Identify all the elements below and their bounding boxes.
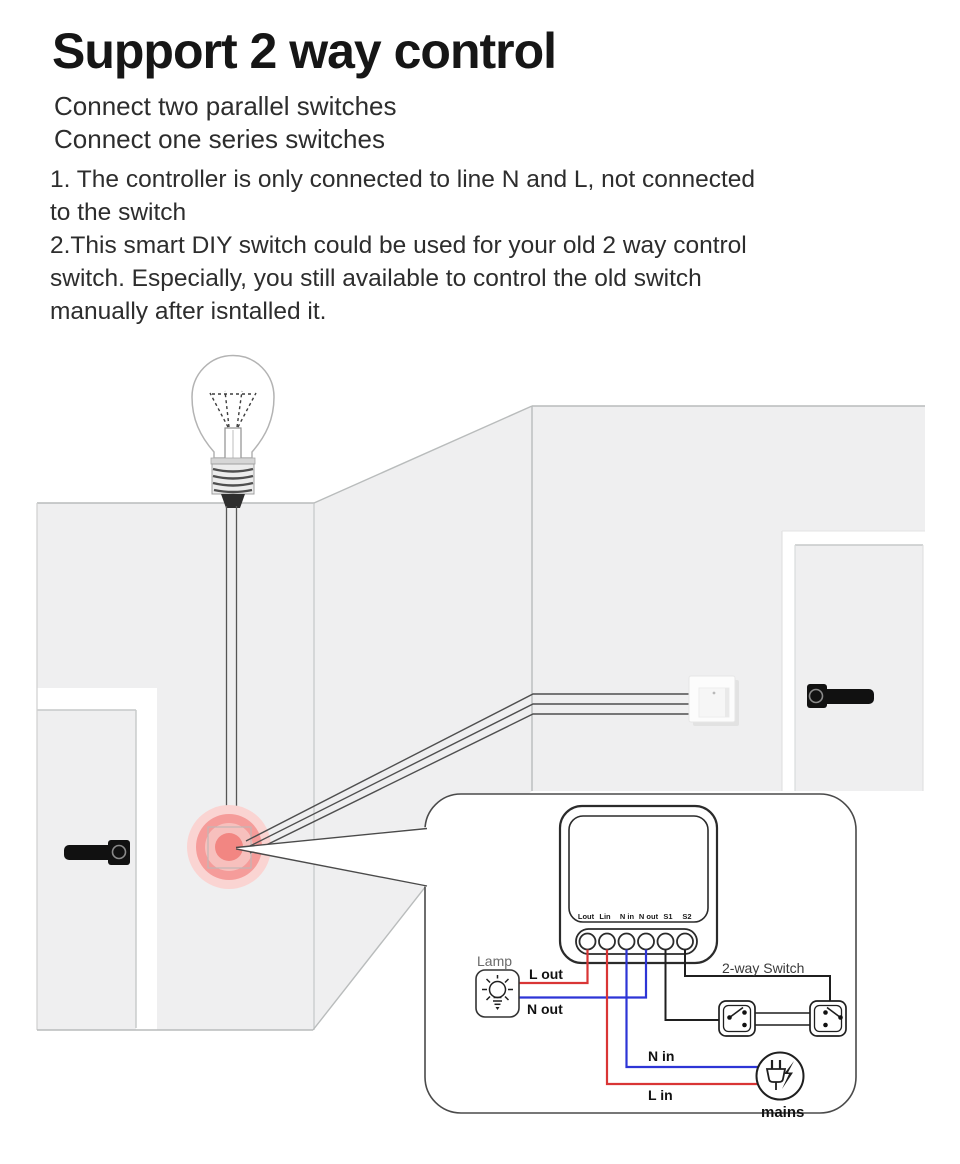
bulb-glass [191, 354, 275, 459]
l-out-label: L out [529, 966, 563, 982]
n-in-wire [625, 949, 759, 1069]
callout-tail-top [235, 827, 428, 849]
terminal-label-nout: N out [639, 912, 659, 921]
two-way-switch-label: 2-way Switch [722, 960, 804, 976]
terminal-label-lin: Lin [599, 912, 611, 921]
switch-symbol [727, 1006, 747, 1028]
note-line: 1. The controller is only connected to l… [50, 166, 756, 193]
angled-wall-bottom-edge [312, 885, 427, 1031]
right-door-handle-icon [807, 684, 874, 708]
switch-box-1 [718, 1000, 756, 1037]
left-door-handle-icon [64, 840, 130, 865]
note-line: switch. Especially, you still available … [50, 265, 702, 292]
note-line: 2.This smart DIY switch could be used fo… [50, 232, 747, 259]
left-door-frame-gap-side [136, 688, 157, 1030]
switch-symbol [823, 1006, 843, 1028]
n-out-wire [519, 949, 648, 999]
device-face [568, 815, 709, 923]
right-handle-bar [822, 689, 874, 704]
callout-tail-bottom [235, 848, 428, 887]
n-out-label: N out [527, 1001, 563, 1017]
l-in-wire [605, 949, 758, 1086]
left-door-panel [37, 710, 136, 1028]
notes-block: 1. The controller is only connected to l… [50, 163, 930, 328]
bulb-glyph [482, 975, 513, 1006]
bulb-filament [209, 390, 257, 428]
terminal-circle [578, 932, 597, 951]
junction-glow [187, 805, 271, 889]
left-handle-ring [111, 844, 127, 860]
subtitle-line: Connect two parallel switches [54, 91, 397, 121]
terminal-circle [676, 932, 694, 951]
l-out-wire [519, 949, 589, 985]
l-in-label: L in [648, 1087, 673, 1103]
subtitle-block: Connect two parallel switches Connect on… [54, 90, 934, 156]
s1-wire [664, 949, 719, 1021]
lamp-icon [475, 969, 520, 1018]
plug-icon [765, 1060, 787, 1090]
wall-switch [688, 675, 739, 726]
right-handle-ring [808, 688, 824, 704]
terminal-label-s2: S2 [682, 912, 691, 921]
switch-box-2 [809, 1000, 847, 1037]
wall-switch-rocker-shade [725, 688, 729, 717]
s2-wire [684, 949, 831, 1001]
mains-circle [755, 1051, 805, 1101]
glow-center [215, 833, 243, 861]
wall-switch-dot [712, 691, 716, 695]
switch-box-2-inner [813, 1004, 843, 1033]
terminal-circle [656, 932, 675, 951]
terminal-label-nin: N in [620, 912, 635, 921]
terminal-label-lout: Lout [578, 912, 595, 921]
page-title: Support 2 way control [52, 23, 557, 79]
mains-label: mains [761, 1104, 804, 1121]
bulb-glyph-tip [495, 1007, 500, 1010]
right-wall [532, 406, 925, 791]
subtitle-line: Connect one series switches [54, 124, 385, 154]
bulb-collar [210, 457, 256, 465]
left-door-frame-gap-top [37, 688, 157, 710]
left-handle-plate [108, 840, 130, 865]
callout-tail-fill [236, 827, 427, 887]
in-wall-wires [245, 693, 690, 854]
bulb-screw-ridges [212, 467, 254, 494]
left-handle-bar [64, 845, 116, 860]
note-line: to the switch [50, 199, 187, 226]
terminal-label-s1: S1 [663, 912, 672, 921]
smart-switch-device: Lout Lin N in N out S1 S2 [558, 804, 719, 965]
right-door-panel [795, 545, 923, 791]
bulb-icon [191, 354, 275, 508]
mains-icon [755, 1051, 805, 1101]
n-in-label: N in [648, 1048, 674, 1064]
note-line: manually after isntalled it. [50, 298, 327, 325]
terminal-circle [637, 932, 655, 951]
bulb-contact-tip [221, 494, 245, 508]
terminal-circle [598, 932, 616, 951]
angled-wall-top-edge [313, 405, 533, 504]
terminal-circle [617, 932, 636, 951]
terminal-circles [578, 932, 694, 951]
lamp-label: Lamp [477, 953, 512, 969]
lamp-icon-frame [475, 969, 520, 1018]
